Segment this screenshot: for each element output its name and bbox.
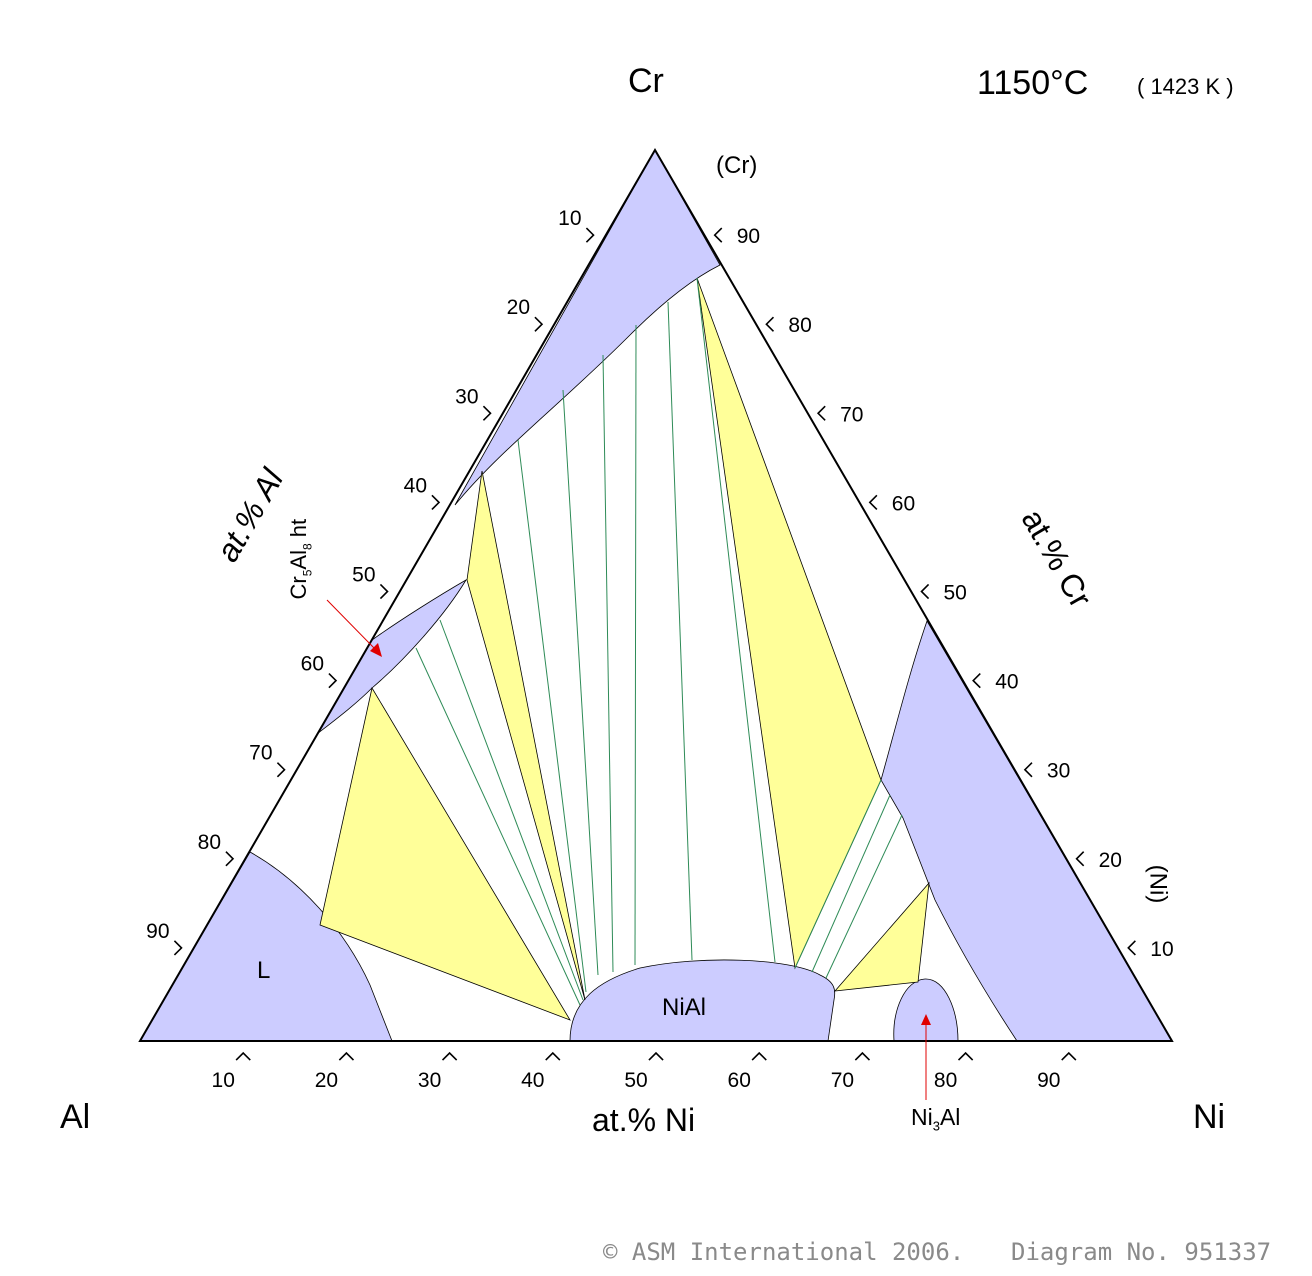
bottom-tick-label: 70 <box>831 1069 854 1092</box>
left-tick-mark <box>173 940 183 956</box>
left-tick-label: 90 <box>146 920 169 943</box>
right-tick-label: 10 <box>1150 938 1173 961</box>
diagram-number: Diagram No. 951337 <box>1011 1238 1272 1266</box>
right-tick-mark <box>765 316 775 332</box>
left-tick-label: 40 <box>404 474 427 497</box>
right-tick-mark <box>920 583 930 600</box>
cr5al8-b-sub: 8 <box>300 543 315 551</box>
right-tick-label: 20 <box>1099 849 1122 872</box>
bottom-tick-mark <box>648 1051 664 1061</box>
left-tick-label: 30 <box>455 385 478 408</box>
cr5al8-a: Cr <box>286 576 312 600</box>
bottom-tick-label: 60 <box>728 1069 751 1092</box>
phase-label-liquid: L <box>257 957 271 984</box>
bottom-tick-label: 30 <box>418 1069 441 1092</box>
cr5al8-a-sub: 5 <box>300 569 315 577</box>
left-tick-mark <box>225 851 235 867</box>
phase-label-nial: NiAl <box>662 994 707 1021</box>
right-tick-mark <box>816 405 826 421</box>
ni-solid-solution-region <box>880 620 1173 1042</box>
bottom-tick-mark <box>1061 1051 1077 1061</box>
cr5al8-region <box>316 578 468 735</box>
left-tick-label: 70 <box>249 742 272 765</box>
right-tick-label: 30 <box>1047 760 1070 783</box>
left-tick-mark <box>328 672 338 689</box>
ternary-triangle <box>138 148 1174 1042</box>
left-tick-mark <box>585 227 595 243</box>
left-tick-label: 50 <box>352 564 375 587</box>
bottom-tick-label: 40 <box>521 1069 544 1092</box>
right-tick-mark <box>1075 851 1085 867</box>
temperature-celsius: 1150°C <box>977 64 1089 102</box>
phase-regions <box>139 149 1173 1042</box>
right-tick-mark <box>1127 940 1136 956</box>
vertex-al-label: Al <box>60 1098 91 1136</box>
ni3al-region <box>893 978 959 1042</box>
bottom-tick-mark <box>751 1051 767 1061</box>
bottom-tick-mark <box>441 1051 458 1061</box>
cr5al8-tail: ht <box>286 518 312 544</box>
three-phase-triangle-1 <box>466 470 586 1001</box>
three-phase-triangle-2 <box>319 686 571 1021</box>
tie-lines <box>415 277 903 1006</box>
right-tick-mark <box>713 227 723 243</box>
bottom-tick-label: 80 <box>934 1069 957 1092</box>
vertex-ni-label: Ni <box>1193 1098 1226 1136</box>
cr5al8-b: Al <box>286 550 312 570</box>
bottom-tick-mark <box>957 1051 974 1061</box>
phase-label-cr: (Cr) <box>716 152 758 179</box>
vertex-cr-label: Cr <box>628 62 664 100</box>
phase-label-ni: (Ni) <box>1144 864 1172 904</box>
right-tick-mark <box>1023 762 1033 778</box>
left-tick-label: 10 <box>558 207 581 230</box>
phase-label-ni3al: Ni3Al <box>911 1104 960 1134</box>
right-tick-label: 40 <box>995 671 1018 694</box>
left-tick-mark <box>482 405 492 421</box>
right-tick-label: 60 <box>892 492 915 515</box>
tick-marks <box>173 227 1136 1061</box>
bottom-tick-label: 10 <box>212 1069 235 1092</box>
bottom-tick-mark <box>235 1051 251 1061</box>
right-tick-label: 50 <box>944 582 967 605</box>
right-tick-label: 90 <box>737 225 760 248</box>
phase-label-cr5al8: Cr5Al8 ht <box>286 519 314 600</box>
bottom-tick-mark <box>854 1051 871 1061</box>
arrows <box>326 599 931 1100</box>
temperature-kelvin: ( 1423 K ) <box>1137 74 1234 99</box>
ni3al-tail: Al <box>939 1104 961 1130</box>
bottom-tick-label: 90 <box>1037 1069 1060 1092</box>
ni3al-base: Ni <box>911 1104 933 1130</box>
copyright-text: © ASM International 2006. <box>603 1238 965 1266</box>
left-tick-mark <box>276 762 286 778</box>
right-tick-mark <box>868 494 878 511</box>
bottom-tick-label: 20 <box>315 1069 338 1092</box>
bottom-tick-mark <box>545 1051 561 1061</box>
left-tick-mark <box>534 316 544 332</box>
three-phase-triangle-4 <box>834 881 930 992</box>
bottom-axis-title: at.% Ni <box>592 1102 696 1138</box>
right-tick-mark <box>972 672 981 689</box>
tick-labels: 10 20 30 40 50 60 70 80 90 10 20 30 40 50 60 70 80 90 90 80… <box>146 207 1174 1092</box>
cr-solid-solution-region <box>454 149 721 506</box>
left-tick-mark <box>431 494 441 511</box>
bottom-tick-label: 50 <box>624 1069 647 1092</box>
nial-region <box>569 959 836 1042</box>
left-tick-label: 20 <box>507 296 530 319</box>
right-tick-label: 70 <box>840 403 863 426</box>
bottom-tick-mark <box>338 1051 355 1061</box>
ni3al-sub: 3 <box>932 1118 940 1134</box>
right-tick-label: 80 <box>788 314 811 337</box>
left-tick-label: 60 <box>301 653 324 676</box>
left-tick-mark <box>379 583 389 600</box>
left-tick-label: 80 <box>198 831 221 854</box>
